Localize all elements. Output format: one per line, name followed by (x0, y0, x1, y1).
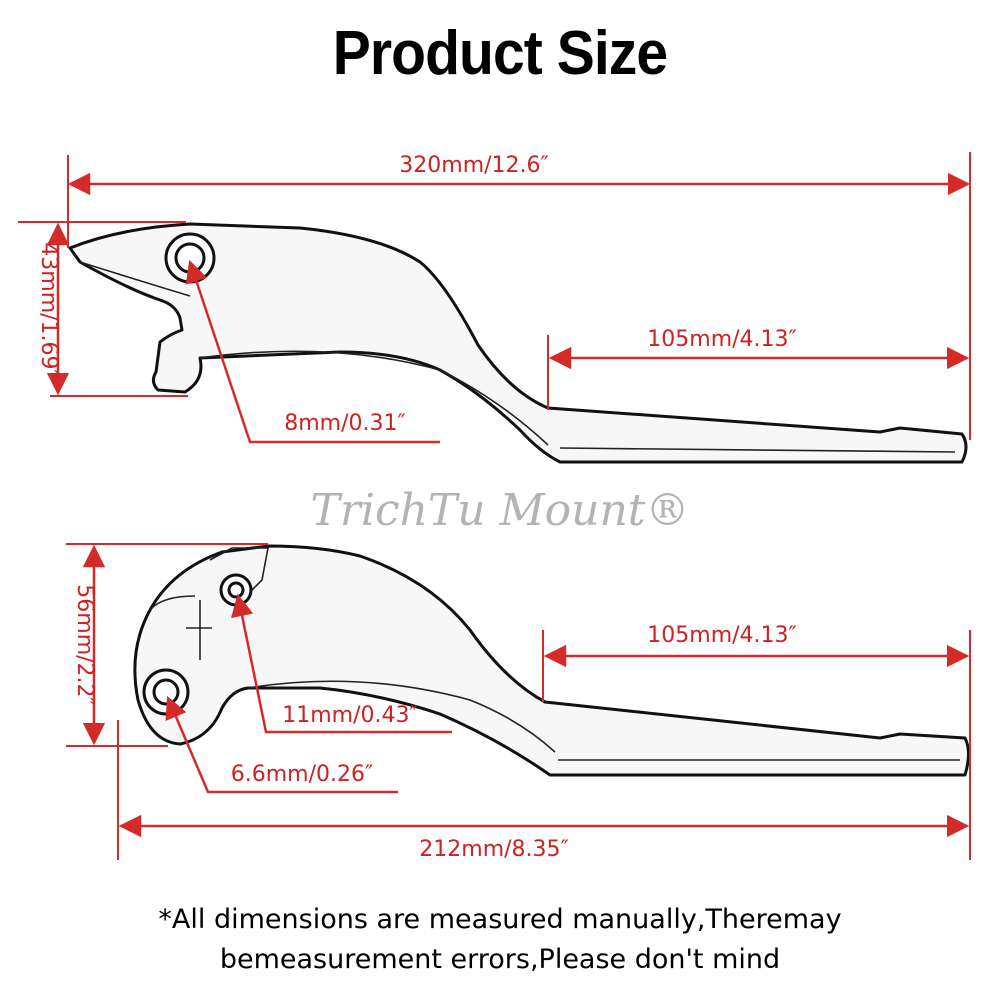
lever-bottom-top-notch (209, 547, 269, 597)
top-overall-length-label: 320mm/12.6″ (399, 153, 548, 178)
bottom-upper-hole-callout (231, 593, 452, 734)
top-height-label: 43mm/1.69″ (36, 242, 61, 377)
lever-top-edge-line (79, 261, 191, 297)
lever-bottom-body (133, 544, 970, 777)
bottom-lower-hole-callout (165, 695, 398, 794)
top-pivot-callout (185, 259, 440, 444)
top-blade-length-label: 105mm/4.13″ (647, 327, 796, 352)
lever-bottom-lower-hole (152, 678, 180, 706)
footnote-line-1: *All dimensions are measured manually,Th… (158, 904, 842, 935)
page-title: Product Size (332, 19, 668, 88)
bottom-upper-hole-label: 11mm/0.43″ (282, 703, 417, 728)
watermark: TrichTu Mount® (310, 485, 689, 536)
bottom-lower-hole-label: 6.6mm/0.26″ (231, 762, 373, 787)
lever-top-pivot-hole (174, 242, 206, 274)
lever-bottom-bracket (149, 595, 212, 660)
top-pivot-hole-label: 8mm/0.31″ (284, 411, 405, 436)
bottom-overall-length-label: 212mm/8.35″ (419, 837, 568, 862)
bottom-height-label: 56mm/2.2″ (72, 584, 97, 705)
lever-bottom-upper-hole (227, 581, 245, 599)
footnote: *All dimensions are measured manually,Th… (0, 900, 1000, 980)
footnote-line-2: bemeasurement errors,Please don't mind (219, 944, 781, 975)
lever-top-contour (199, 350, 549, 446)
lever-top-blade-line (559, 447, 956, 453)
lever-top (68, 222, 968, 464)
lever-top-body (68, 222, 968, 464)
lever-bottom (133, 544, 970, 777)
lever-bottom-contour (247, 680, 556, 753)
bottom-blade-length-label: 105mm/4.13″ (647, 623, 796, 648)
